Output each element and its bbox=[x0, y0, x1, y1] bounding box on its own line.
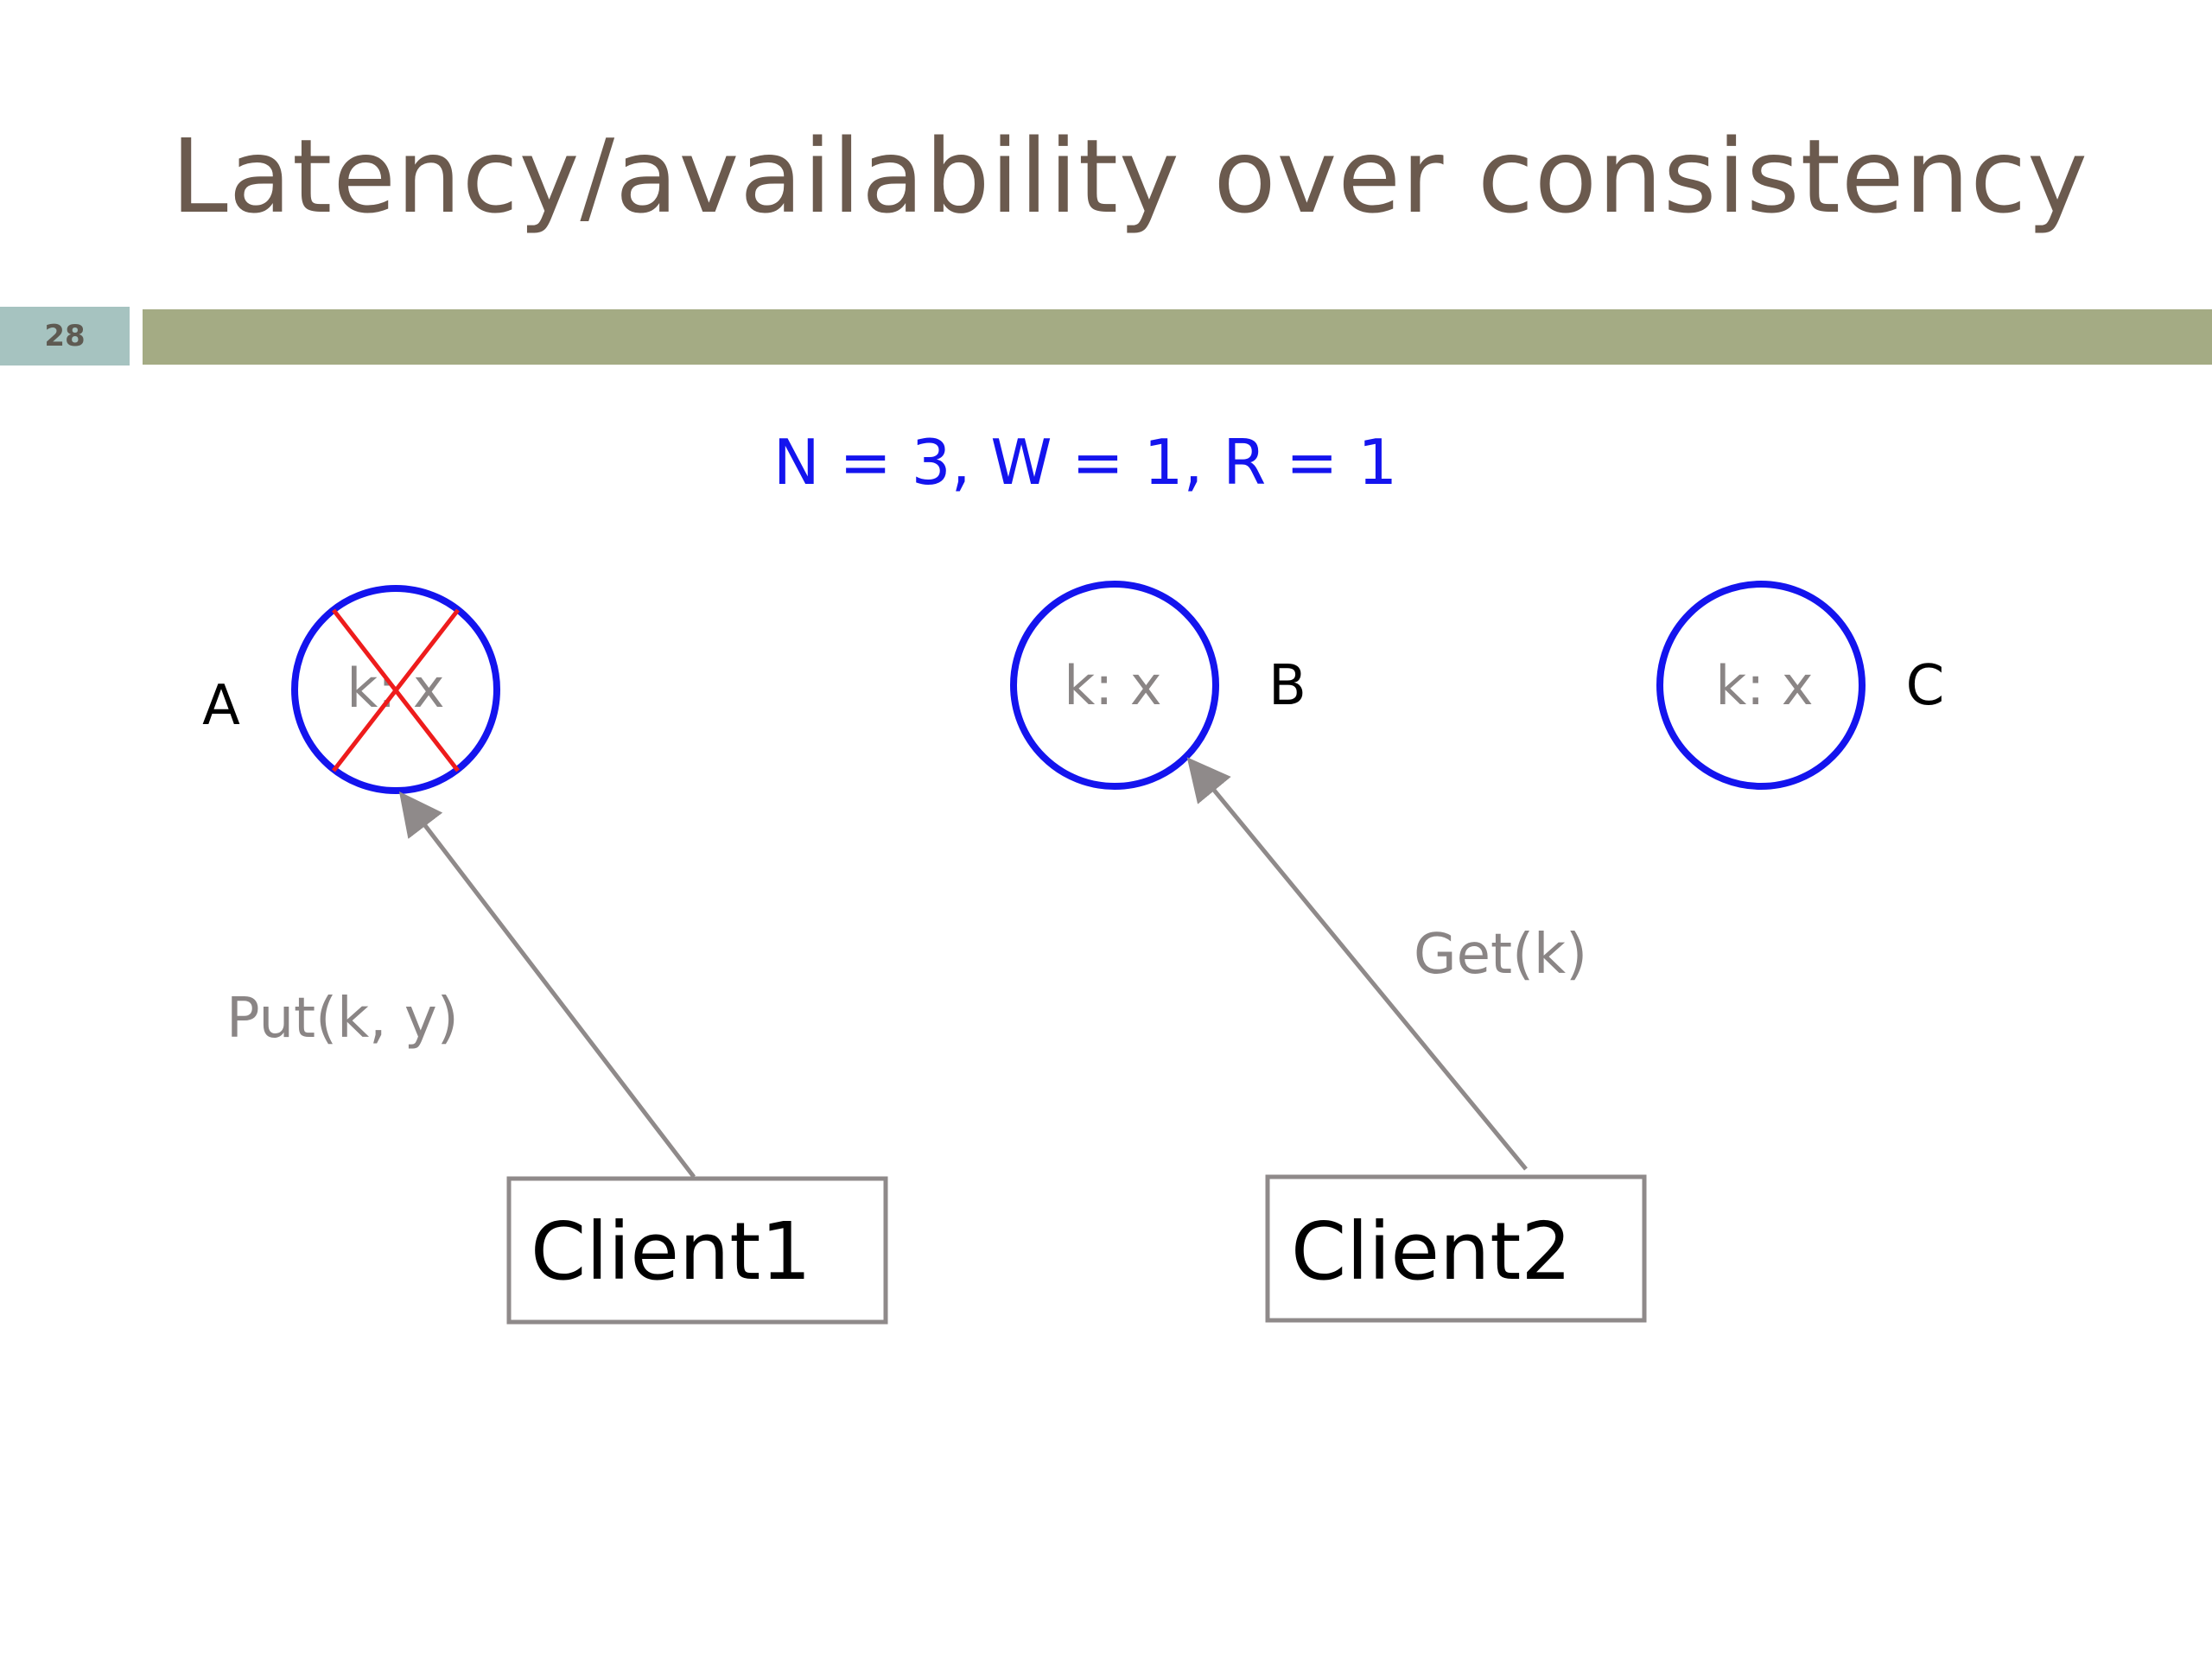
put-request-label: Put(k, y) bbox=[226, 987, 459, 1051]
node-c: k: x C bbox=[1656, 581, 1945, 790]
node-b-content: k: x bbox=[1064, 654, 1161, 717]
node-b-circle bbox=[1010, 581, 1219, 790]
node-b-label: B bbox=[1268, 654, 1306, 718]
client2-rect bbox=[1265, 1174, 1647, 1323]
node-b: k: x B bbox=[1010, 581, 1306, 790]
get-arrow bbox=[1186, 757, 1528, 1171]
client2-box: Client2 bbox=[1265, 1174, 1647, 1323]
client1-box: Client1 bbox=[506, 1176, 888, 1325]
client1-rect bbox=[506, 1176, 888, 1325]
slide-title: Latency/availability over consistency bbox=[171, 117, 2088, 236]
node-c-label: C bbox=[1906, 654, 1945, 718]
node-c-circle bbox=[1656, 581, 1866, 790]
quorum-params-label: N = 3, W = 1, R = 1 bbox=[773, 426, 1397, 499]
client1-label: Client1 bbox=[531, 1205, 811, 1298]
node-a: k: x A bbox=[202, 585, 500, 794]
node-a-circle bbox=[291, 585, 500, 794]
node-c-content: k: x bbox=[1715, 654, 1813, 717]
client2-label: Client2 bbox=[1291, 1205, 1572, 1298]
get-request-label: Get(k) bbox=[1414, 923, 1587, 987]
slide-number: 28 bbox=[0, 307, 130, 365]
node-a-fail-mark-line-2 bbox=[332, 608, 460, 772]
node-a-label: A bbox=[202, 674, 240, 738]
title-divider-bar bbox=[143, 309, 2212, 365]
put-arrow bbox=[398, 791, 696, 1179]
